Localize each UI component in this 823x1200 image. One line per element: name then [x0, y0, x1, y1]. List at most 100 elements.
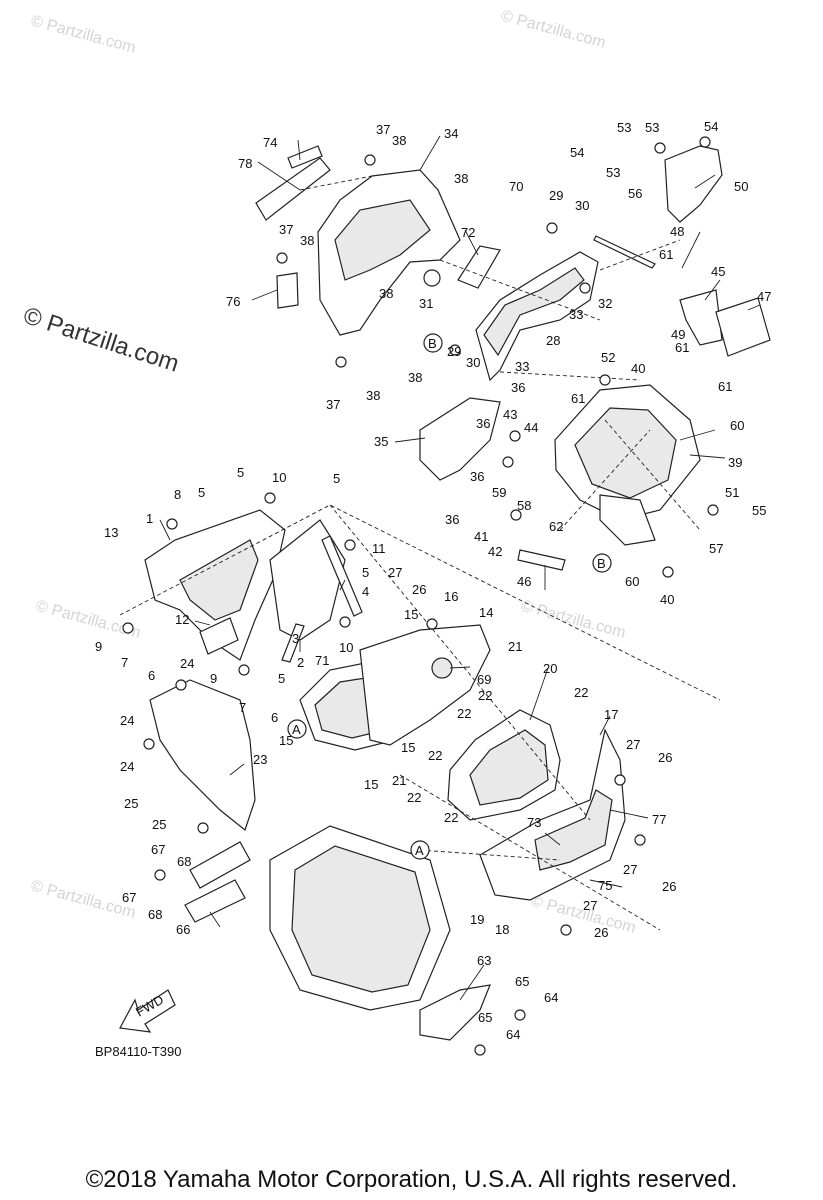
- bolt: [699, 136, 711, 148]
- part-number: 63: [477, 953, 491, 968]
- part-number: 22: [444, 810, 458, 825]
- part-number: 73: [527, 815, 541, 830]
- part-number: 72: [461, 225, 475, 240]
- stay-39-inner: [574, 407, 677, 499]
- callout-label: A: [415, 843, 424, 858]
- bolt: [514, 1009, 526, 1021]
- part-number: 9: [210, 671, 217, 686]
- bolt: [197, 822, 209, 834]
- part-number: 65: [515, 974, 529, 989]
- bolt: [509, 430, 521, 442]
- part-number: 42: [488, 544, 502, 559]
- part-number: 61: [675, 340, 689, 355]
- part-number: 33: [569, 307, 583, 322]
- plate-46: [517, 549, 566, 571]
- part-number: 50: [734, 179, 748, 194]
- part-number: 14: [479, 605, 493, 620]
- part-number: 47: [757, 289, 771, 304]
- part-number: 46: [517, 574, 531, 589]
- part-number: 77: [652, 812, 666, 827]
- copyright-notice: ©2018 Yamaha Motor Corporation, U.S.A. A…: [85, 1166, 738, 1193]
- part-number: 54: [704, 119, 718, 134]
- duct-62: [599, 494, 656, 546]
- bolt: [579, 282, 591, 294]
- part-number: 6: [148, 668, 155, 683]
- part-number: 56: [628, 186, 642, 201]
- fasteners: [122, 136, 719, 1056]
- watermark: © Partzilla.com: [29, 12, 138, 56]
- part-number: 69: [477, 672, 491, 687]
- bracket-45: [679, 289, 723, 346]
- part-number: 60: [730, 418, 744, 433]
- side-panel-group: [144, 509, 626, 1041]
- part-number: 40: [660, 592, 674, 607]
- decal-72: [457, 245, 501, 289]
- decal-78: [255, 157, 331, 221]
- part-number: 67: [151, 842, 165, 857]
- bolt: [634, 834, 646, 846]
- part-number: 22: [428, 748, 442, 763]
- part-number: 38: [300, 233, 314, 248]
- part-number: 36: [445, 512, 459, 527]
- part-number: 26: [594, 925, 608, 940]
- part-number: 58: [517, 498, 531, 513]
- bolt: [449, 344, 461, 356]
- bolt: [502, 456, 514, 468]
- part-number: 43: [503, 407, 517, 422]
- part-number: 36: [470, 469, 484, 484]
- decal-74: [287, 145, 323, 169]
- part-number: 5: [237, 465, 244, 480]
- bolt: [614, 774, 626, 786]
- part-number: 7: [239, 700, 246, 715]
- part-number: 15: [279, 733, 293, 748]
- bolt: [122, 622, 134, 634]
- part-number: 35: [374, 434, 388, 449]
- watermark: © Partzilla.com: [519, 597, 628, 641]
- part-number: 74: [263, 135, 277, 150]
- part-number: 3: [292, 631, 299, 646]
- part-number: 5: [362, 565, 369, 580]
- part-number: 21: [392, 773, 406, 788]
- fwd-arrow: FWD: [119, 989, 176, 1033]
- part-number: 11: [372, 541, 386, 556]
- bolt: [510, 509, 522, 521]
- bolt: [546, 222, 558, 234]
- frame-66-lower: [184, 879, 246, 923]
- bolt: [143, 738, 155, 750]
- part-number: 26: [658, 750, 672, 765]
- part-number: 9: [95, 639, 102, 654]
- part-number: 15: [401, 740, 415, 755]
- part-number: 67: [122, 890, 136, 905]
- part-number: 10: [272, 470, 286, 485]
- part-number: 20: [543, 661, 557, 676]
- decal-76: [276, 272, 299, 309]
- part-number: 5: [333, 471, 340, 486]
- part-number: 64: [506, 1027, 520, 1042]
- part-number: 48: [670, 224, 684, 239]
- bolt: [344, 539, 356, 551]
- part-number: 24: [120, 713, 134, 728]
- bolt: [364, 154, 376, 166]
- part-number: 53: [645, 120, 659, 135]
- diagram-code: BP84110-T390: [95, 1044, 182, 1059]
- stay-4: [321, 535, 363, 617]
- callout-circle: [592, 553, 612, 573]
- part-number: 62: [549, 519, 563, 534]
- part-number: 26: [662, 879, 676, 894]
- part-number: 25: [152, 817, 166, 832]
- inner-duct-35: [419, 397, 501, 481]
- part-number: 27: [626, 737, 640, 752]
- part-number: 31: [419, 296, 433, 311]
- upper-cowl-group: [255, 145, 771, 571]
- part-number: 53: [606, 165, 620, 180]
- grille-20-mesh: [469, 729, 549, 806]
- part-number: 5: [278, 671, 285, 686]
- part-number: 49: [671, 327, 685, 342]
- part-number: 78: [238, 156, 252, 171]
- callout-circle: [287, 719, 307, 739]
- part-number: 32: [598, 296, 612, 311]
- part-number: 12: [175, 612, 189, 627]
- part-number: 24: [180, 656, 194, 671]
- part-number: 27: [388, 565, 402, 580]
- part-number: 1: [146, 511, 153, 526]
